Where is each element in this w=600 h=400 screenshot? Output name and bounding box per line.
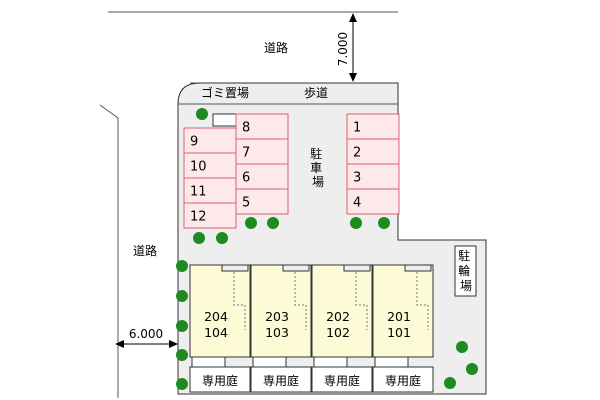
unit-upper-number: 204 (204, 309, 228, 324)
tree-icon (350, 217, 362, 229)
private-garden (372, 366, 434, 393)
unit-entry (282, 264, 310, 272)
parking-space-number: 4 (353, 196, 361, 211)
private-garden (189, 366, 251, 393)
parking-column-right: 1 2 3 4 (346, 113, 400, 215)
parking-space (235, 188, 289, 215)
parking-label: 駐 車 場 (310, 146, 326, 189)
parking-space-number: 12 (190, 210, 207, 225)
tree-icon (193, 232, 205, 244)
private-garden-label: 専用庭 (202, 373, 238, 388)
parking-space (235, 163, 289, 190)
parking-space-number: 1 (353, 121, 361, 136)
sidewalk-label: 歩道 (304, 85, 328, 100)
tree-icon (196, 108, 208, 120)
tree-icon (216, 232, 228, 244)
tree-icon (176, 260, 188, 272)
unit-outline (372, 264, 434, 358)
dimension-left: 6.000 (115, 327, 178, 348)
dimension-top-label: 7.000 (336, 32, 350, 66)
tree-icon (245, 217, 257, 229)
tree-icon (456, 341, 468, 353)
tree-icon (267, 217, 279, 229)
unit-lower-number: 104 (204, 325, 228, 340)
unit-balcony (374, 356, 409, 368)
unit-interior-line (294, 272, 307, 330)
tree-icon (466, 363, 478, 375)
trees (176, 108, 478, 390)
parking-space-number: 11 (190, 185, 207, 200)
tree-icon (176, 290, 188, 302)
parking-space (346, 113, 400, 140)
unit-upper-number: 201 (387, 309, 411, 324)
unit-entry (221, 264, 249, 272)
tree-icon (176, 378, 188, 390)
unit-outline (311, 264, 373, 358)
private-garden (311, 366, 373, 393)
road-edge-left (99, 104, 119, 398)
parking-space-number: 2 (353, 146, 361, 161)
unit-interior-line (233, 272, 246, 330)
unit-lower-number: 103 (265, 325, 289, 340)
unit-entry (343, 264, 371, 272)
parking-space (183, 202, 237, 229)
private-garden-label: 専用庭 (324, 373, 360, 388)
bike-parking-area (454, 245, 477, 297)
unit-lower-number: 102 (326, 325, 350, 340)
parking-space-number: 8 (242, 121, 250, 136)
private-garden-label: 専用庭 (385, 373, 421, 388)
garbage-area (212, 113, 238, 127)
tree-icon (378, 217, 390, 229)
parking-space (346, 163, 400, 190)
parking-space-number: 9 (190, 135, 198, 150)
unit-balcony (191, 356, 226, 368)
parking-column-left: 9 10 11 12 (183, 127, 237, 229)
dimension-left-label: 6.000 (129, 327, 163, 341)
parking-column-middle: 8 7 6 5 (235, 113, 289, 215)
unit-entry (404, 264, 432, 272)
tree-icon (444, 377, 456, 389)
unit-balcony (313, 356, 348, 368)
tree-icon (176, 349, 188, 361)
unit-upper-number: 203 (265, 309, 289, 324)
parking-space-number: 5 (242, 196, 250, 211)
bike-parking-label: 駐 輪 場 (458, 248, 474, 293)
road-left-label: 道路 (133, 243, 157, 258)
parking-space (346, 188, 400, 215)
unit-outline (189, 264, 251, 358)
road-top-label: 道路 (264, 40, 288, 55)
unit-interior-line (416, 272, 429, 330)
parking-space-number: 6 (242, 171, 250, 186)
parking-space-number: 3 (353, 171, 361, 186)
parking-space-number: 7 (242, 146, 250, 161)
tree-icon (176, 320, 188, 332)
unit-outline (250, 264, 312, 358)
parking-space-number: 10 (190, 160, 207, 175)
unit-balcony (252, 356, 287, 368)
unit-interior-line (355, 272, 368, 330)
garbage-label: ゴミ置場 (201, 85, 249, 100)
dimension-top: 7.000 (336, 13, 357, 82)
parking-space (235, 138, 289, 165)
unit-lower-number: 101 (387, 325, 411, 340)
private-garden-label: 専用庭 (263, 373, 299, 388)
unit-upper-number: 202 (326, 309, 350, 324)
parking-space (235, 113, 289, 140)
private-garden (250, 366, 312, 393)
